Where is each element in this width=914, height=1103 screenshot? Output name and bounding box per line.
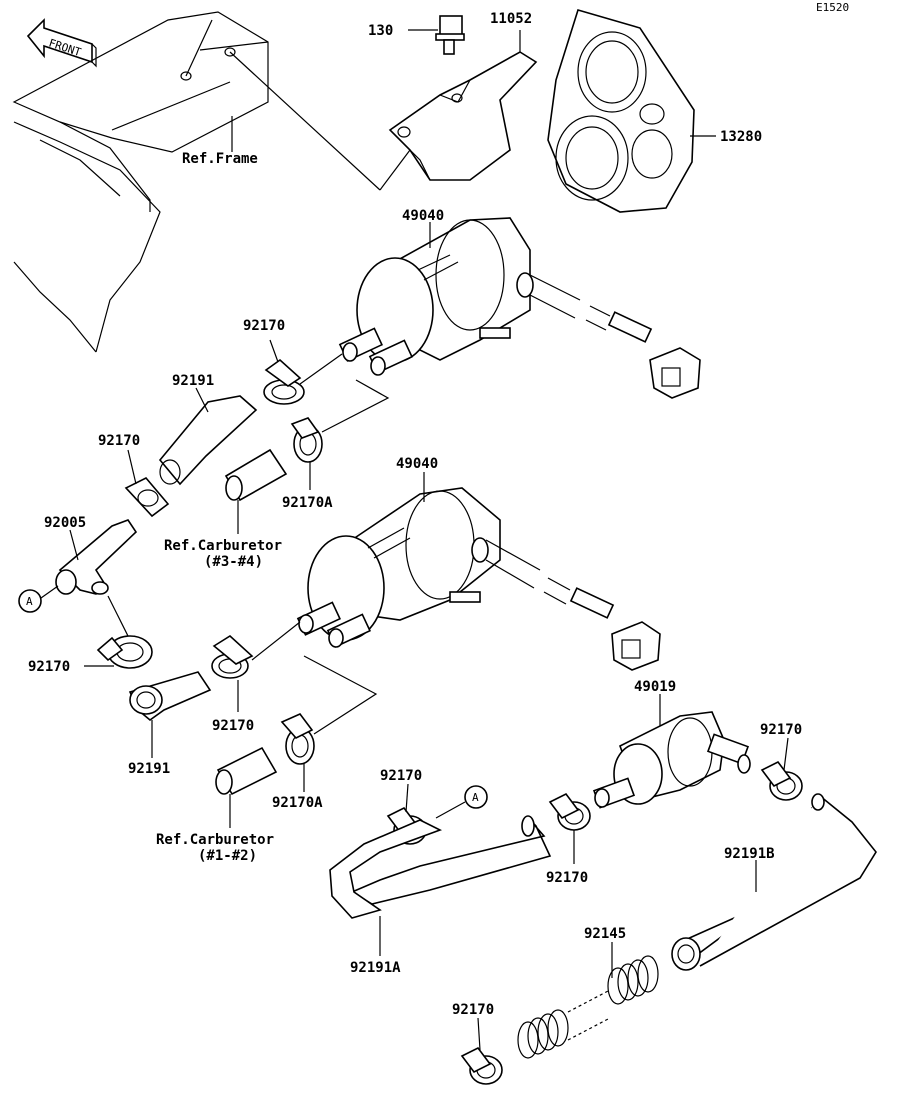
ref-carburetor-34-line1: Ref.Carburetor [164,538,282,554]
label-92170-c: 92170 [28,659,70,675]
callout-a-right-letter: A [472,791,479,804]
label-92005: 92005 [44,515,86,531]
label-92170-g: 92170 [380,768,422,784]
fuel-pump-49040-middle [296,487,661,671]
carburetor-stub-34 [224,448,288,502]
label-92170-e: 92170 [760,722,802,738]
front-arrow-icon: FRONT [26,18,97,68]
fuel-filter-49019 [592,711,751,809]
label-92191-b: 92191 [128,761,170,777]
ref-carburetor-12-line1: Ref.Carburetor [156,832,274,848]
clip-92170A-mid [280,655,378,765]
clip-92170-mid [211,621,301,679]
label-49040-middle: 49040 [396,456,438,472]
label-13280: 13280 [720,129,762,145]
bolt-130 [435,15,465,55]
clip-92170A-upper [290,379,390,463]
spring-92145 [517,955,659,1059]
clip-92170-upper [263,353,343,405]
joint-92005 [55,519,138,595]
ref-carburetor-34-line2: (#3-#4) [204,554,263,570]
ref-carburetor-12-line2: (#1-#2) [198,848,257,864]
hose-92191-upper [158,395,258,486]
label-92145: 92145 [584,926,626,942]
clip-92170-lower-left [96,595,153,669]
label-130: 130 [368,23,393,39]
hose-92191-lower [128,671,212,722]
callout-a-icon: A [18,585,59,613]
carburetor-stub-12 [215,746,278,796]
label-92170-h: 92170 [452,1002,494,1018]
label-92170A-mid: 92170A [272,795,323,811]
label-92170-f: 92170 [546,870,588,886]
label-92191-a: 92191 [172,373,214,389]
fuel-pump-49040-upper [338,217,701,399]
frame-outline [12,11,381,353]
ref-frame-label: Ref.Frame [182,151,258,167]
label-92170-b: 92170 [98,433,140,449]
label-92170A-top: 92170A [282,495,333,511]
label-92170-a: 92170 [243,318,285,334]
pump-mount-13280 [547,9,695,213]
callout-a-left-letter: A [26,595,33,608]
label-11052: 11052 [490,11,532,27]
clip-92170-left [124,477,170,518]
label-49019: 49019 [634,679,676,695]
clip-92170-filter-left [548,792,591,831]
callout-a-right-icon: A [435,785,488,819]
diagram-id: E1520 [816,1,849,14]
label-49040-top: 49040 [402,208,444,224]
clip-92170-bottom [460,1046,503,1085]
hose-92191B [671,793,877,971]
label-92191B: 92191B [724,846,775,862]
label-92170-d: 92170 [212,718,254,734]
label-92191A: 92191A [350,960,401,976]
hose-92191A [329,815,552,919]
bracket-11052 [379,51,538,191]
clip-92170-right [760,760,803,801]
